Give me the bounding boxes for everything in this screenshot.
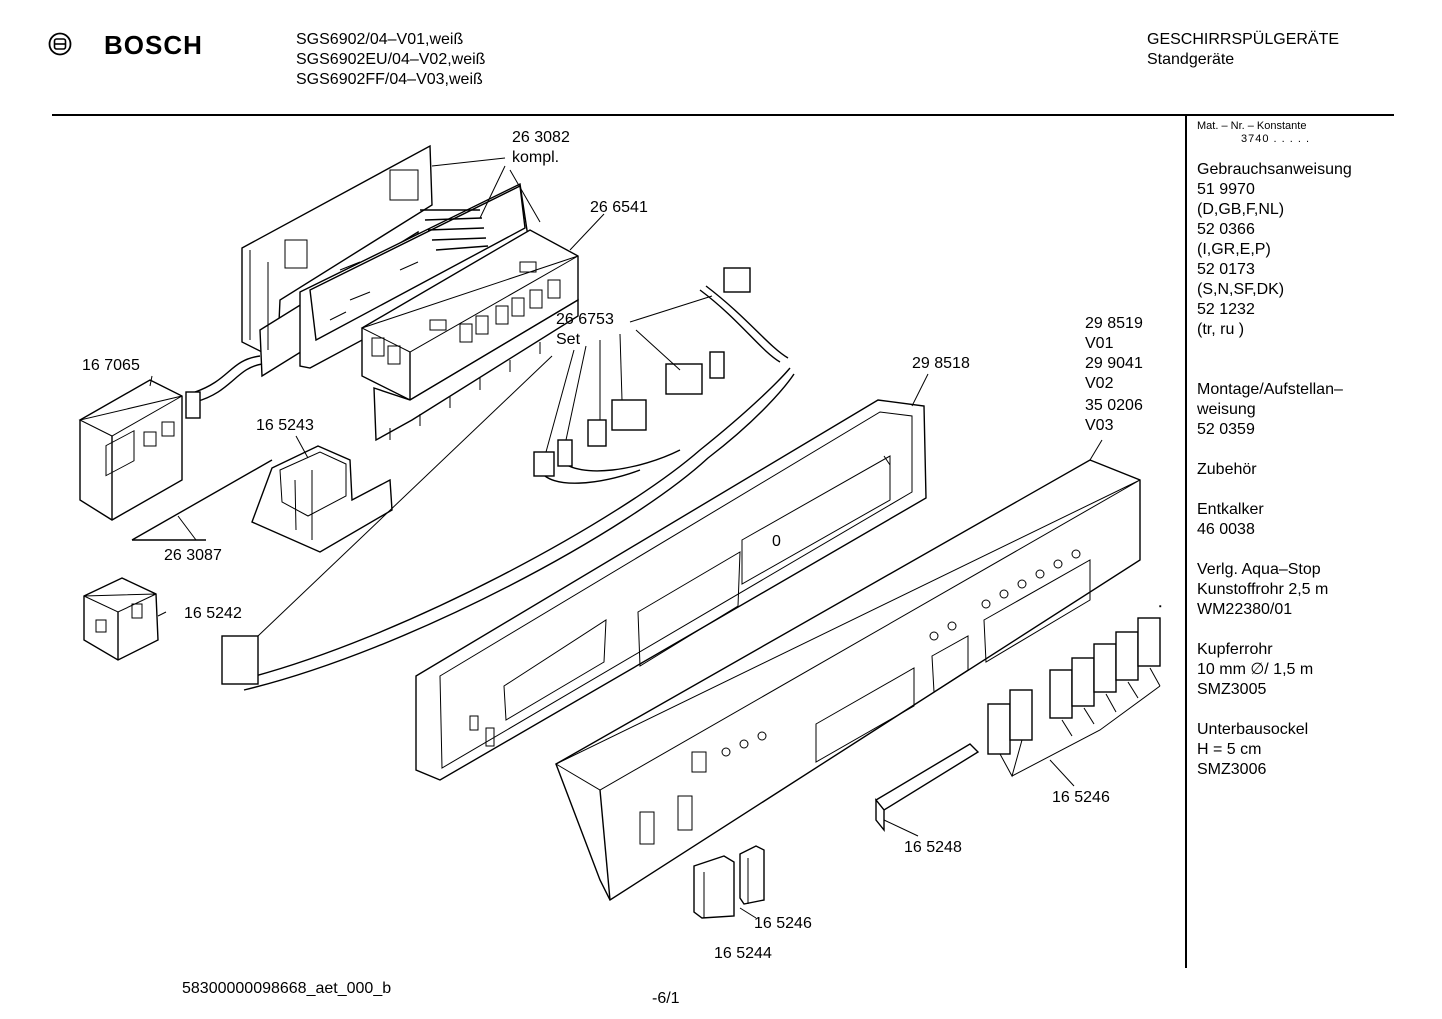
sidebar-line: (S,N,SF,DK) — [1197, 281, 1285, 298]
sidebar-line: SMZ3006 — [1197, 761, 1267, 778]
bosch-logo-icon — [48, 32, 72, 56]
sidebar-line: weisung — [1197, 401, 1256, 418]
display-module-part — [78, 379, 201, 521]
sidebar-line: (I,GR,E,P) — [1197, 241, 1271, 258]
chassis-part — [415, 399, 927, 781]
aquastop-block: Verlg. Aqua–Stop Kunstoffrohr 2,5 m WM22… — [1197, 560, 1392, 620]
konstante-value: 3740 . . . . . — [1241, 133, 1311, 145]
sidebar-divider — [1185, 116, 1187, 968]
sidebar-line: (D,GB,F,NL) — [1197, 201, 1285, 218]
cable-set-part — [221, 267, 795, 691]
konstante-label: Mat. – Nr. – Konstante — [1197, 120, 1307, 132]
part-label: Set — [556, 331, 581, 348]
part-label: 16 5246 — [754, 915, 812, 932]
wire-part — [131, 459, 273, 541]
model-list: SGS6902/04–V01,weiß SGS6902EU/04–V02,wei… — [296, 30, 485, 90]
part-label: V02 — [1085, 375, 1114, 392]
sidebar-line: Kunstoffrohr 2,5 m — [1197, 581, 1329, 598]
part-label: 29 8519 — [1085, 315, 1143, 332]
part-label: 16 5246 — [1052, 789, 1110, 806]
bracket-part — [251, 445, 393, 553]
sidebar-line: 52 0366 — [1197, 221, 1255, 238]
part-label: 26 6753 — [556, 311, 614, 328]
trim-strip-part — [874, 743, 980, 837]
sidebar-line: SMZ3005 — [1197, 681, 1267, 698]
control-module-part — [360, 229, 579, 442]
sidebar-line: H = 5 cm — [1197, 741, 1262, 758]
part-label: kompl. — [512, 149, 560, 166]
part-label: 16 5248 — [904, 839, 962, 856]
sidebar-line: 51 9970 — [1197, 181, 1255, 198]
model-2: SGS6902EU/04–V02,weiß — [296, 51, 486, 68]
sidebar-line: 52 0173 — [1197, 261, 1255, 278]
pcb-board-part — [241, 144, 531, 378]
exploded-diagram — [78, 144, 1162, 919]
part-label: 29 9041 — [1085, 355, 1143, 372]
part-label: 26 3082 — [512, 129, 570, 146]
leader-lines — [149, 157, 1103, 637]
install-block: Montage/Aufstellan– weisung 52 0359 — [1197, 380, 1392, 440]
ribbon-cable-part — [194, 355, 261, 393]
manual-block: Gebrauchsanweisung 51 9970 (D,GB,F,NL) 5… — [1197, 160, 1392, 340]
descaler-block: Entkalker 46 0038 — [1197, 500, 1392, 540]
brand-name: BOSCH — [104, 30, 203, 60]
sidebar-line: 52 1232 — [1197, 301, 1255, 318]
sidebar-line: Entkalker — [1197, 501, 1264, 518]
part-label: 16 5244 — [714, 945, 772, 962]
sidebar-line: Verlg. Aqua–Stop — [1197, 561, 1321, 578]
part-label: 26 3087 — [164, 547, 222, 564]
model-3: SGS6902FF/04–V03,weiß — [296, 71, 483, 88]
sidebar-line: Montage/Aufstellan– — [1197, 381, 1343, 398]
sensor-part — [83, 577, 159, 661]
sidebar-line: Gebrauchsanweisung — [1197, 161, 1352, 178]
sidebar-line: Unterbausockel — [1197, 721, 1309, 738]
part-label: V03 — [1085, 417, 1114, 434]
sidebar-line: 52 0359 — [1197, 421, 1255, 438]
part-label: V01 — [1085, 335, 1114, 352]
model-1: SGS6902/04–V01,weiß — [296, 31, 464, 48]
base-block: Unterbausockel H = 5 cm SMZ3006 — [1197, 720, 1392, 780]
category-title: GESCHIRRSPÜLGERÄTE — [1147, 31, 1340, 48]
accessory-block: Zubehör — [1197, 460, 1392, 480]
chassis-marking: 0 — [772, 533, 781, 550]
part-label: 35 0206 — [1085, 397, 1143, 414]
button-set-part — [987, 605, 1162, 787]
part-label: 16 5243 — [256, 417, 314, 434]
small-buttons-part — [693, 845, 765, 919]
copper-block: Kupferrohr 10 mm ∅/ 1,5 m SMZ3005 — [1197, 640, 1392, 700]
part-label: 26 6541 — [590, 199, 648, 216]
page-number: -6/1 — [652, 990, 680, 1007]
part-label: 16 7065 — [82, 357, 140, 374]
sidebar-line: Zubehör — [1197, 461, 1257, 478]
sidebar-line: WM22380/01 — [1197, 601, 1293, 618]
category-block: GESCHIRRSPÜLGERÄTE Standgeräte — [1147, 30, 1339, 70]
sidebar-line: 46 0038 — [1197, 521, 1255, 538]
document-id: 58300000098668_aet_000_b — [182, 980, 392, 997]
sidebar: Mat. – Nr. – Konstante 3740 . . . . . Ge… — [1197, 120, 1392, 780]
sidebar-line: 10 mm ∅/ 1,5 m — [1197, 661, 1314, 678]
header-divider — [52, 114, 1394, 116]
category-subtitle: Standgeräte — [1147, 51, 1235, 68]
sidebar-line: Kupferrohr — [1197, 641, 1273, 658]
sidebar-line: (tr, ru ) — [1197, 321, 1245, 338]
part-label: 29 8518 — [912, 355, 970, 372]
part-label: 16 5242 — [184, 605, 242, 622]
